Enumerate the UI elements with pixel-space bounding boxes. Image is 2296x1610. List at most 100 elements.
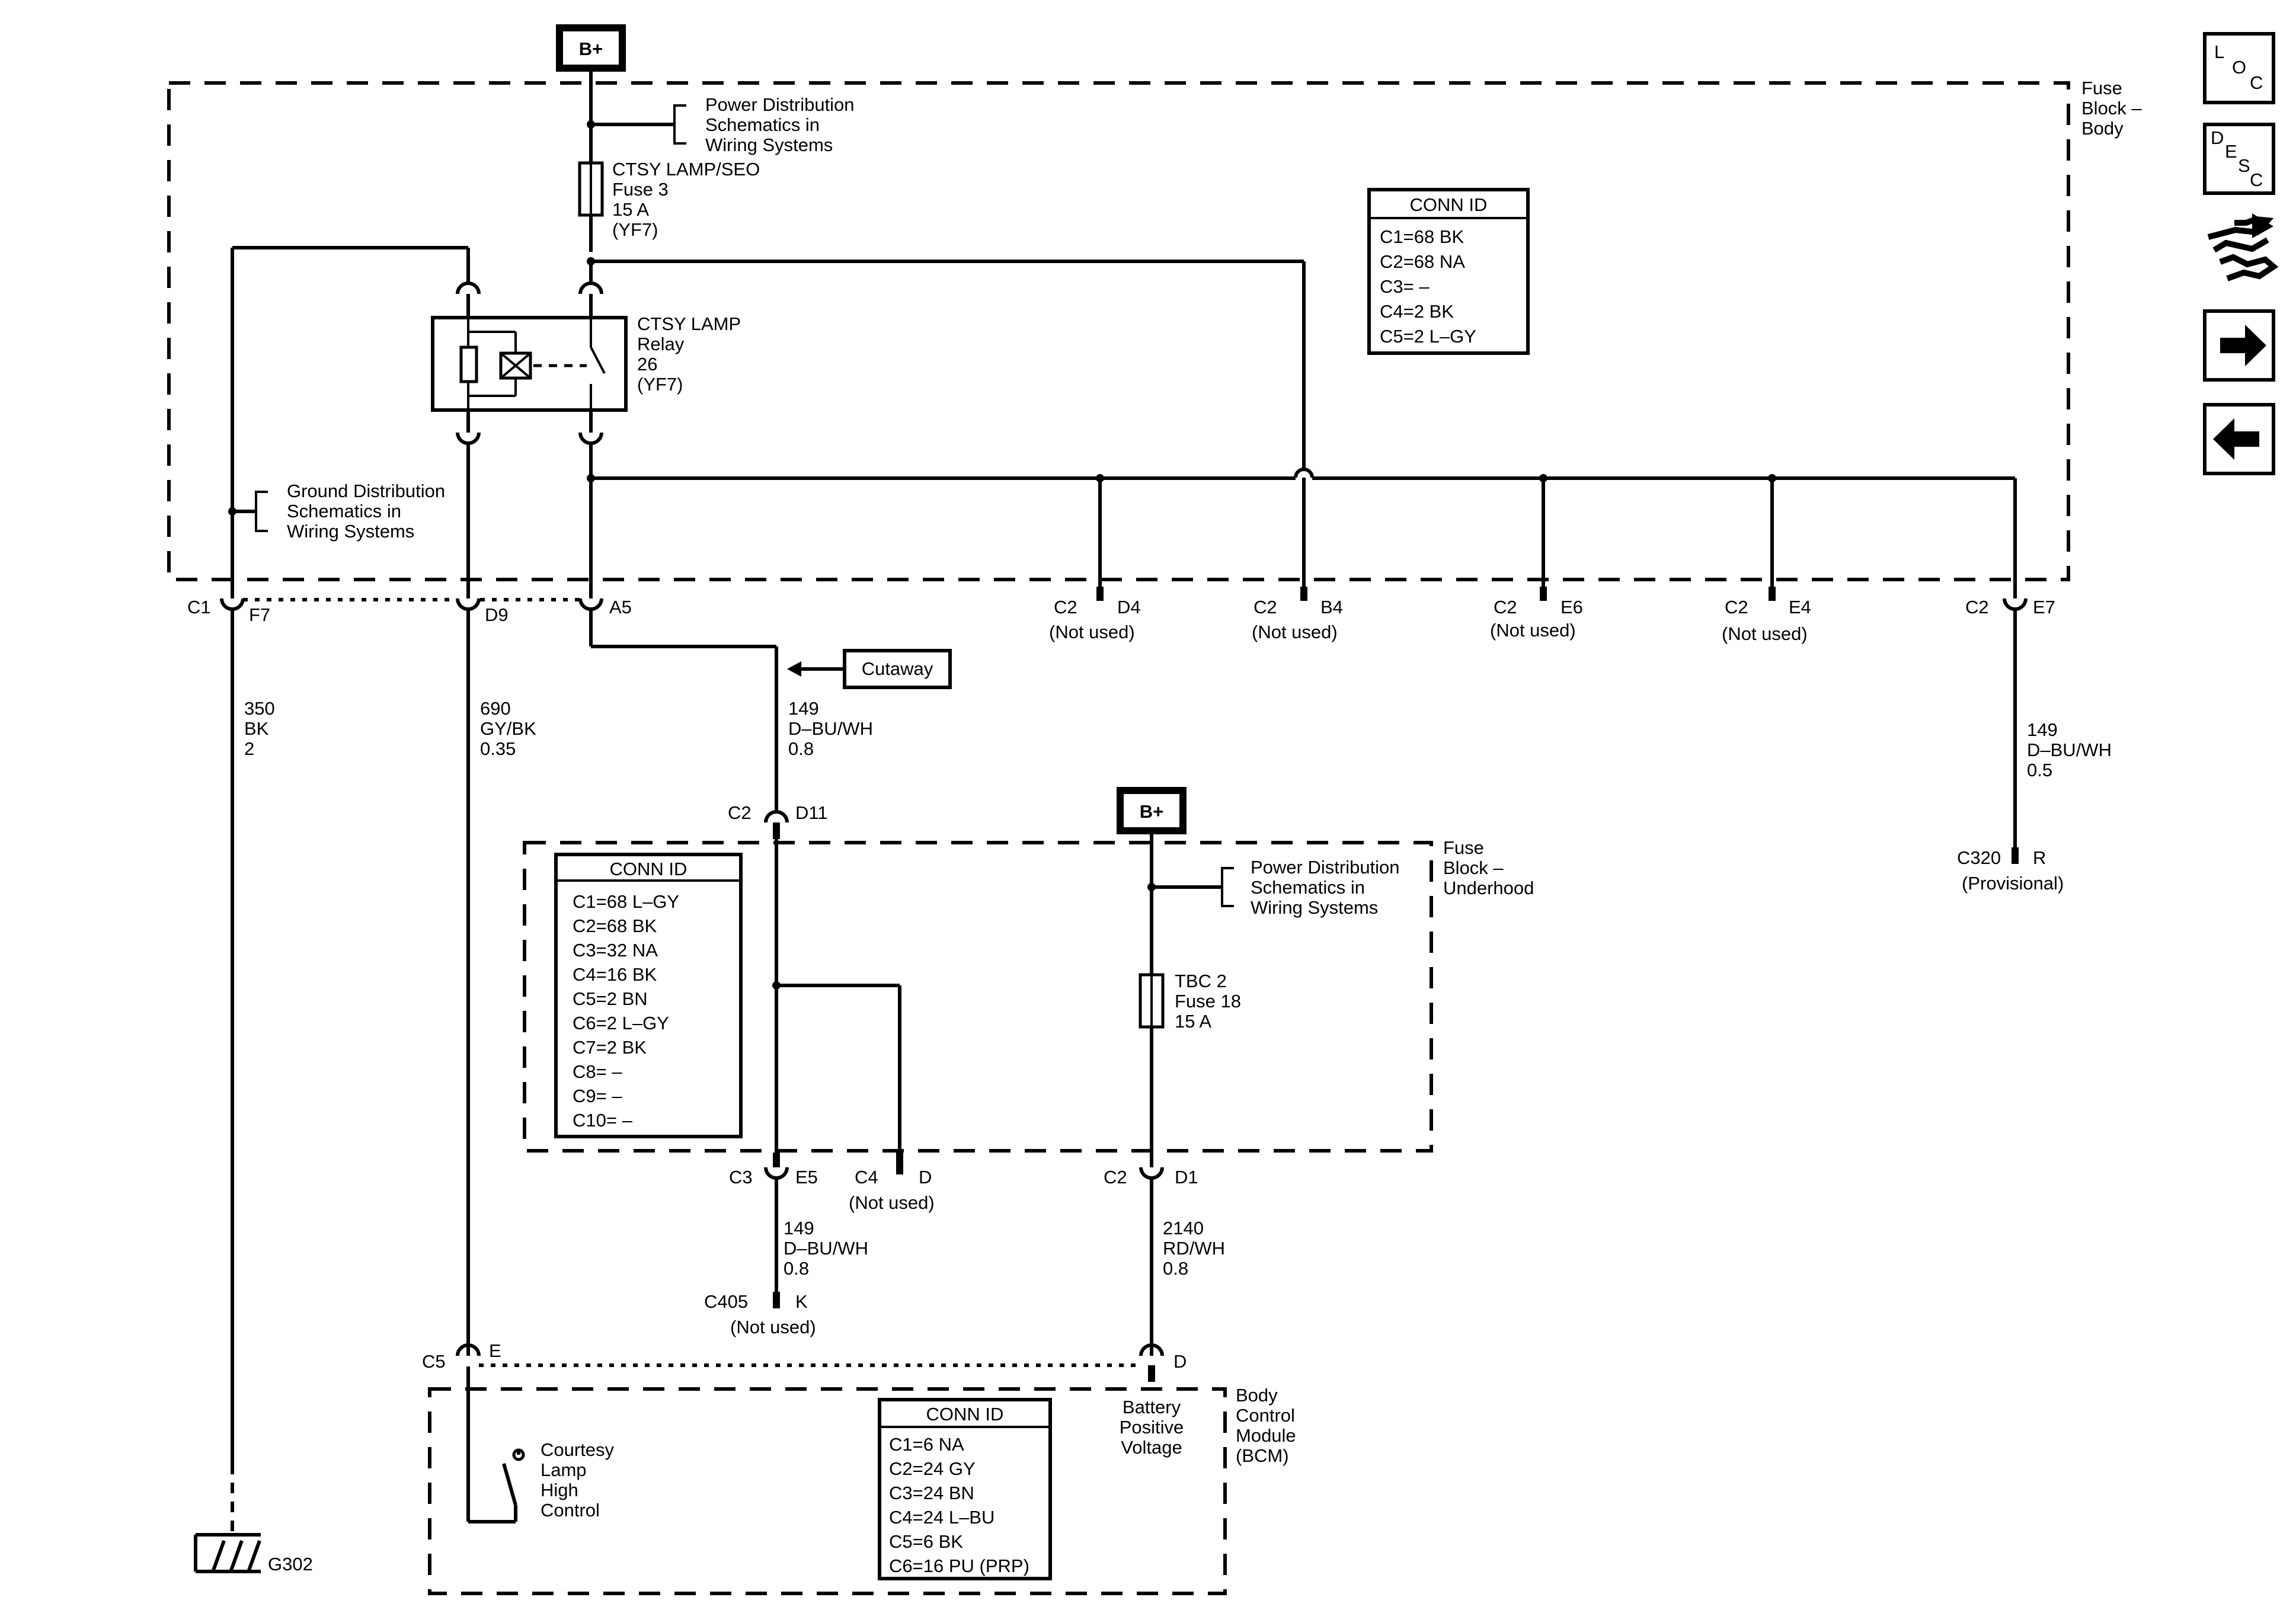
cutaway-callout[interactable]: Cutaway [787, 649, 952, 689]
svg-text:Block –: Block – [1443, 857, 1504, 878]
svg-text:2: 2 [244, 738, 254, 759]
battery-positive-voltage-label: Battery Positive Voltage [1120, 1397, 1184, 1458]
connector-d9: D9 [456, 598, 509, 625]
svg-text:Schematics in: Schematics in [705, 114, 820, 135]
svg-text:(Provisional): (Provisional) [1962, 873, 2064, 894]
svg-text:D: D [919, 1167, 932, 1188]
connector-c2-d1: C2 D1 [1104, 1167, 1198, 1188]
svg-text:C8= –: C8= – [573, 1061, 622, 1082]
connector-c2-b4: C2 B4 (Not used) [1252, 587, 1343, 642]
bcm-boundary [428, 1387, 1227, 1595]
loc-button[interactable]: L O C [2203, 32, 2275, 104]
fuse-3-label: CTSY LAMP/SEO Fuse 3 15 A (YF7) [612, 159, 760, 240]
fuse-block-underhood-label: Fuse Block – Underhood [1443, 837, 1534, 898]
svg-text:E: E [2225, 141, 2237, 162]
svg-text:(Not used): (Not used) [1049, 622, 1135, 642]
svg-text:0.8: 0.8 [1163, 1258, 1188, 1279]
svg-text:Control: Control [1236, 1405, 1295, 1426]
fuse-block-body-boundary [167, 81, 2070, 581]
desc-button[interactable]: D E S C [2203, 123, 2275, 195]
svg-text:O: O [2232, 57, 2246, 78]
battery-terminal-top: B+ [556, 24, 626, 72]
svg-text:690: 690 [480, 698, 511, 719]
left-arrow-icon [2213, 418, 2259, 460]
svg-text:RD/WH: RD/WH [1163, 1238, 1225, 1259]
svg-text:TBC 2: TBC 2 [1175, 971, 1227, 991]
connector-c2-e6: C2 E6 (Not used) [1490, 587, 1583, 641]
svg-text:C320: C320 [1957, 847, 2001, 868]
svg-text:(YF7): (YF7) [637, 374, 683, 395]
svg-text:E7: E7 [2033, 597, 2055, 617]
svg-text:CTSY LAMP/SEO: CTSY LAMP/SEO [612, 159, 760, 180]
connector-bcm-d: D [1139, 1343, 1187, 1382]
svg-text:K: K [795, 1291, 808, 1312]
conn-id-table-bcm: CONN ID C1=6 NA C2=24 GY C3=24 BN C4=24 … [878, 1398, 1052, 1580]
svg-text:C4=2 BK: C4=2 BK [1380, 301, 1454, 322]
wire-label-350: 350 BK 2 [244, 698, 275, 759]
svg-text:D: D [1173, 1351, 1187, 1372]
svg-text:C6=16 PU (PRP): C6=16 PU (PRP) [889, 1555, 1029, 1576]
svg-text:0.8: 0.8 [784, 1258, 809, 1279]
svg-text:Wiring Systems: Wiring Systems [287, 521, 414, 542]
svg-text:BK: BK [244, 718, 269, 739]
connector-c320: C320 R (Provisional) [1957, 847, 2064, 894]
svg-text:Positive: Positive [1120, 1417, 1184, 1438]
bcm-label: Body Control Module (BCM) [1236, 1385, 1296, 1466]
wire-label-690: 690 GY/BK 0.35 [480, 698, 536, 759]
ctsy-lamp-relay [431, 316, 628, 412]
svg-text:C2: C2 [1965, 597, 1989, 617]
svg-text:Fuse: Fuse [2081, 78, 2122, 98]
svg-text:B+: B+ [1140, 801, 1164, 822]
svg-text:Battery: Battery [1123, 1397, 1181, 1417]
svg-text:2140: 2140 [1163, 1218, 1204, 1238]
svg-text:(Not used): (Not used) [1722, 623, 1808, 644]
svg-text:C2=24 GY: C2=24 GY [889, 1458, 976, 1479]
power-distribution-ref-top[interactable]: Power Distribution Schematics in Wiring … [705, 94, 855, 155]
svg-text:C1: C1 [187, 597, 211, 617]
svg-text:C4: C4 [855, 1167, 878, 1188]
wire-label-149-a: 149 D–BU/WH 0.8 [788, 698, 873, 759]
svg-text:C5=2 L–GY: C5=2 L–GY [1380, 326, 1476, 347]
courtesy-lamp-switch [466, 1366, 525, 1523]
wire-label-149-c: 149 D–BU/WH 0.8 [784, 1218, 868, 1279]
ground-distribution-ref[interactable]: Ground Distribution Schematics in Wiring… [287, 481, 445, 542]
svg-text:(YF7): (YF7) [612, 219, 658, 240]
svg-text:Schematics in: Schematics in [1251, 877, 1365, 898]
svg-text:Wiring Systems: Wiring Systems [705, 135, 833, 155]
svg-text:D1: D1 [1175, 1167, 1198, 1188]
svg-text:L: L [2214, 41, 2224, 62]
connector-view-icon[interactable] [2207, 213, 2279, 281]
svg-text:C5: C5 [422, 1351, 446, 1372]
svg-text:C5=2 BN: C5=2 BN [573, 988, 648, 1009]
fuse-block-underhood-boundary [523, 841, 1433, 1153]
svg-text:(Not used): (Not used) [1252, 622, 1338, 642]
connector-c405: C405 K (Not used) [704, 1291, 816, 1337]
svg-text:Body: Body [1236, 1385, 1278, 1406]
svg-text:C6=2 L–GY: C6=2 L–GY [573, 1013, 669, 1033]
svg-text:C405: C405 [704, 1291, 748, 1312]
svg-text:C3: C3 [729, 1167, 753, 1188]
svg-text:D11: D11 [795, 802, 828, 823]
svg-text:S: S [2238, 155, 2250, 176]
wire-label-149-b: 149 D–BU/WH 0.5 [2027, 719, 2112, 780]
svg-text:CONN ID: CONN ID [1410, 194, 1488, 215]
svg-text:C2: C2 [1725, 597, 1748, 617]
svg-text:CONN ID: CONN ID [926, 1404, 1004, 1425]
next-arrow-button[interactable] [2203, 309, 2275, 382]
connector-c5-e: C5 E [422, 1340, 501, 1372]
svg-text:Wiring Systems: Wiring Systems [1251, 897, 1378, 918]
power-distribution-ref-underhood[interactable]: Power Distribution Schematics in Wiring … [1251, 857, 1400, 918]
svg-text:D9: D9 [485, 604, 509, 625]
svg-text:High: High [541, 1480, 578, 1500]
previous-arrow-button[interactable] [2203, 403, 2275, 475]
svg-text:C2=68 NA: C2=68 NA [1380, 251, 1465, 272]
svg-text:E5: E5 [795, 1167, 818, 1188]
conn-id-table-body: CONN ID C1=68 BK C2=68 NA C3= – C4=2 BK … [1367, 188, 1530, 355]
svg-text:Power Distribution: Power Distribution [1251, 857, 1400, 878]
svg-text:Courtesy: Courtesy [541, 1439, 615, 1460]
svg-text:C2: C2 [1253, 597, 1277, 617]
svg-text:(Not used): (Not used) [849, 1192, 935, 1213]
svg-text:0.35: 0.35 [480, 738, 516, 759]
svg-text:C: C [2250, 169, 2263, 190]
